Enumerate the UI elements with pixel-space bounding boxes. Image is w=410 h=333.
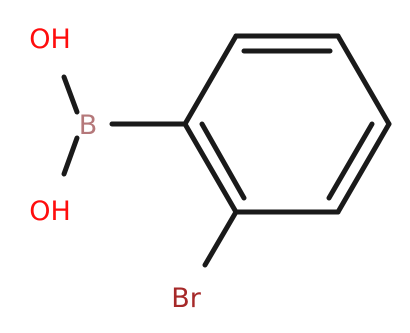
ring-bond-c5-c6	[182, 121, 239, 215]
ring-double-bond-inner-left	[199, 121, 247, 201]
boron-label: B	[79, 110, 98, 141]
bond-boron-to-oh-bottom	[61, 135, 80, 177]
bond-boron-to-oh-top	[61, 74, 80, 115]
hydroxyl-bottom-label: OH	[29, 196, 71, 227]
bond-ring-to-bromine	[202, 209, 239, 268]
ring-double-bond-inner-right	[326, 121, 375, 201]
ring-bond-c3-c4	[335, 121, 392, 215]
bromine-label: Br	[171, 283, 202, 314]
ring-bond-c6-c1	[182, 33, 239, 127]
hydroxyl-top-label: OH	[29, 24, 71, 55]
bond-layer	[61, 33, 392, 268]
ring-bond-c2-c3	[335, 33, 392, 127]
